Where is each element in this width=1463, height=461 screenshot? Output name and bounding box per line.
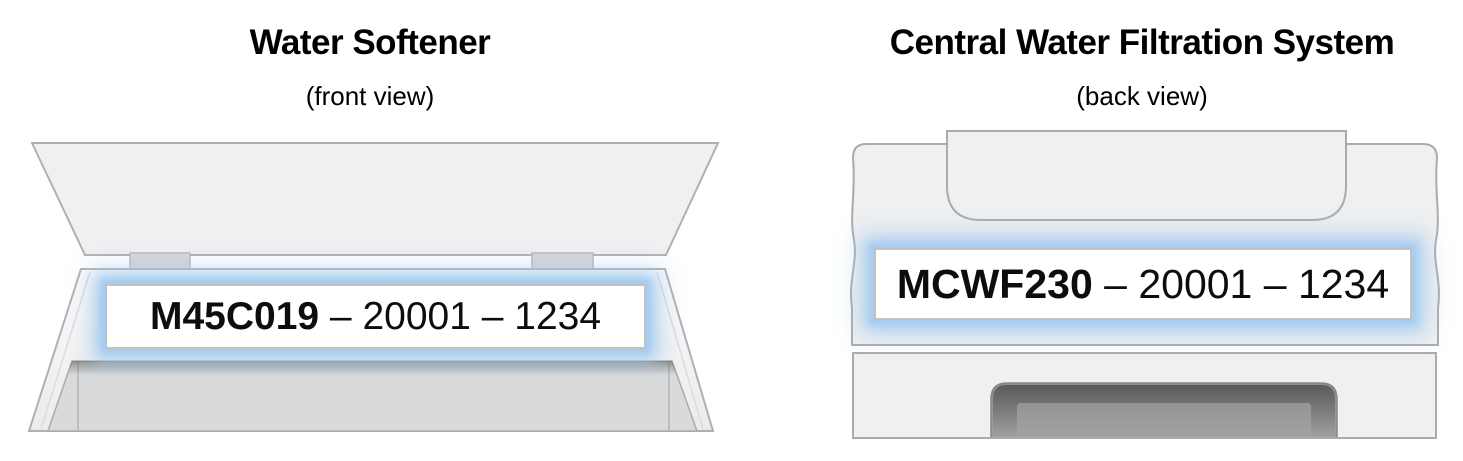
water-softener-serial-suffix: – 20001 – 1234 <box>319 294 602 338</box>
filtration-handle-recess <box>946 130 1347 221</box>
filtration-base-section-border <box>852 352 1437 439</box>
water-softener-title: Water Softener <box>249 23 491 62</box>
softener-hinge-right <box>531 252 594 271</box>
softener-base-inner-wall-left <box>40 271 91 430</box>
filtration-system-serial-suffix: – 20001 – 1234 <box>1092 260 1390 307</box>
water-softener-serial-label: M45C019 – 20001 – 1234 <box>105 284 646 349</box>
water-softener-view-note: (front view) <box>305 81 435 111</box>
filtration-system-model-number: MCWF230 <box>896 260 1093 307</box>
filtration-system-title: Central Water Filtration System <box>889 23 1395 62</box>
filtration-system-serial-label: MCWF230 – 20001 – 1234 <box>874 248 1412 320</box>
filtration-system-view-note: (back view) <box>1076 81 1208 111</box>
filtration-vent-inner-shadow <box>993 385 1335 438</box>
softener-lid <box>30 142 720 256</box>
softener-base-inner-wall-right <box>656 271 704 430</box>
softener-hinge-left <box>129 252 191 271</box>
softener-recess-top-shadow <box>68 361 677 375</box>
water-softener-model-number: M45C019 <box>149 294 320 338</box>
